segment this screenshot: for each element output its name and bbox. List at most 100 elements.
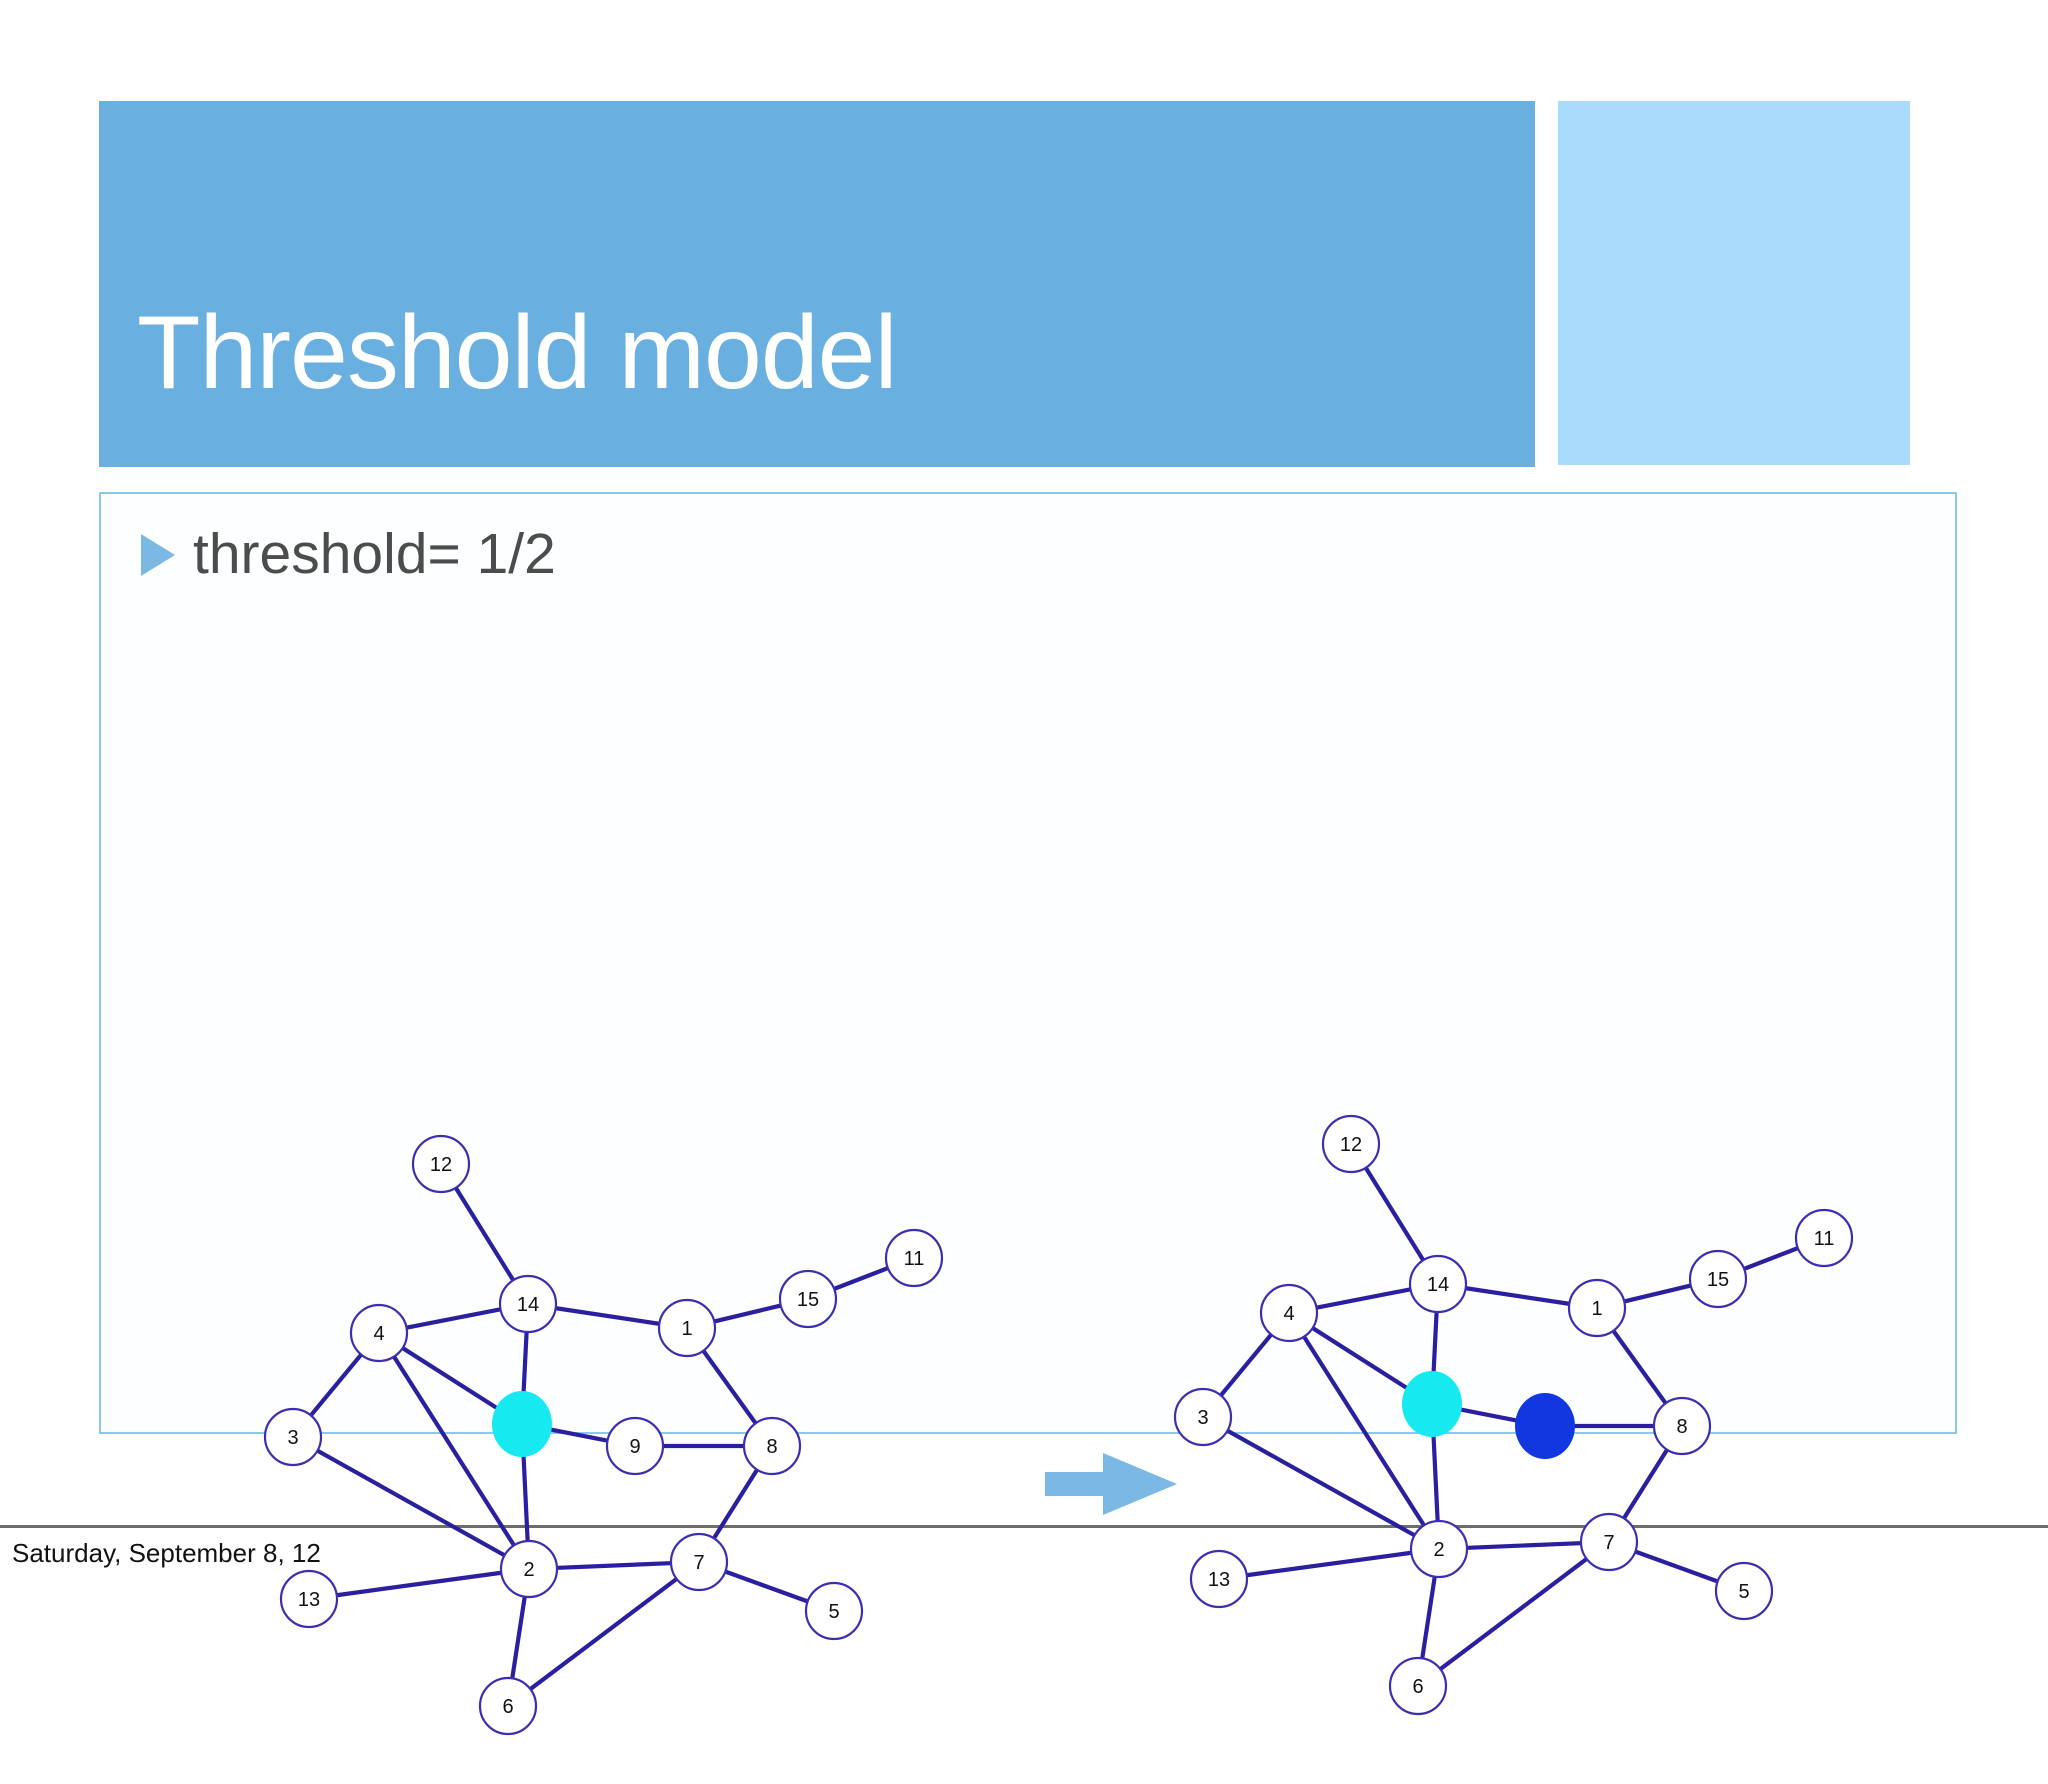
graph-node[interactable]: 5 xyxy=(1714,1561,1774,1621)
graph-node-label: 6 xyxy=(502,1696,513,1718)
graph-node[interactable] xyxy=(492,1391,552,1457)
graph-node-circle[interactable] xyxy=(1321,1114,1381,1174)
graph-node[interactable]: 6 xyxy=(1388,1656,1448,1716)
graph-node-circle[interactable] xyxy=(657,1298,717,1358)
graph-node-circle[interactable] xyxy=(742,1416,802,1476)
graph-edge xyxy=(391,1353,517,1549)
graph-node-label: 5 xyxy=(828,1601,839,1623)
graph-node-circle[interactable] xyxy=(498,1274,558,1334)
graph-node-circle[interactable] xyxy=(1173,1387,1233,1447)
graph-node-circle[interactable] xyxy=(1515,1393,1575,1459)
graph-node[interactable]: 4 xyxy=(349,1303,409,1363)
graph-node-label: 1 xyxy=(1591,1298,1602,1320)
graph-node[interactable]: 8 xyxy=(742,1416,802,1476)
graph-node[interactable]: 2 xyxy=(499,1539,559,1599)
graph-node[interactable]: 5 xyxy=(804,1581,864,1641)
transition-arrow-icon xyxy=(1041,1439,1181,1529)
graph-node[interactable]: 3 xyxy=(263,1407,323,1467)
graph-node[interactable]: 3 xyxy=(1173,1387,1233,1447)
graph-node[interactable] xyxy=(1402,1371,1462,1437)
graph-node[interactable]: 13 xyxy=(1189,1549,1249,1609)
graph-edge xyxy=(1437,1555,1590,1673)
graph-node[interactable]: 7 xyxy=(669,1532,729,1592)
page-title: Threshold model xyxy=(137,295,898,411)
graph-node-circle[interactable] xyxy=(263,1407,323,1467)
graph-node[interactable]: 15 xyxy=(778,1269,838,1329)
graph-after: 12 14 4 1 15 11 8 3 2 13 7 5 6 xyxy=(1173,1114,1854,1716)
graph-node[interactable]: 14 xyxy=(498,1274,558,1334)
graph-node[interactable]: 11 xyxy=(1794,1208,1854,1268)
graph-node[interactable]: 12 xyxy=(1321,1114,1381,1174)
graph-node-circle[interactable] xyxy=(884,1228,944,1288)
graph-node-circle[interactable] xyxy=(1408,1254,1468,1314)
graph-node-label: 2 xyxy=(523,1559,534,1581)
graph-edge xyxy=(1301,1333,1427,1529)
graph-edge xyxy=(1741,1245,1801,1272)
graph-node-circle[interactable] xyxy=(778,1269,838,1329)
graph-edge xyxy=(1610,1327,1669,1407)
graph-edge xyxy=(1464,1540,1584,1551)
graph-edge xyxy=(1309,1325,1410,1391)
graph-edge xyxy=(1632,1548,1721,1585)
graph-node[interactable]: 7 xyxy=(1579,1512,1639,1572)
graph-edge xyxy=(1431,1431,1440,1524)
graph-node-circle[interactable] xyxy=(1579,1512,1639,1572)
graph-before: 12 14 4 1 15 11 9 8 3 2 13 7 5 6 xyxy=(263,1134,944,1736)
graph-node[interactable]: 11 xyxy=(884,1228,944,1288)
graph-node[interactable]: 13 xyxy=(279,1569,339,1629)
graph-node-circle[interactable] xyxy=(605,1416,665,1476)
graph-node[interactable]: 4 xyxy=(1259,1283,1319,1343)
graph-node-circle[interactable] xyxy=(1259,1283,1319,1343)
graph-edge xyxy=(1431,1309,1439,1377)
graph-node[interactable]: 9 xyxy=(605,1416,665,1476)
graph-edge xyxy=(1621,1446,1670,1522)
graph-node[interactable]: 12 xyxy=(411,1134,471,1194)
graph-edge xyxy=(509,1594,528,1681)
graph-edges xyxy=(307,1184,891,1693)
graph-edge xyxy=(711,1303,784,1324)
graph-node[interactable]: 14 xyxy=(1408,1254,1468,1314)
graph-node[interactable] xyxy=(1515,1393,1575,1459)
graph-node-label: 9 xyxy=(629,1436,640,1458)
graph-node-label: 13 xyxy=(1208,1569,1230,1591)
graph-edge xyxy=(527,1575,680,1693)
graph-nodes: 12 14 4 1 15 11 8 3 2 13 7 5 6 xyxy=(1173,1114,1854,1716)
graph-node-circle[interactable] xyxy=(1402,1371,1462,1437)
graph-node-circle[interactable] xyxy=(1794,1208,1854,1268)
graph-edge xyxy=(1459,1407,1518,1423)
triangle-bullet-icon xyxy=(141,533,175,576)
graph-edge xyxy=(307,1351,365,1419)
title-banner: Threshold model xyxy=(99,101,1535,467)
graph-node-circle[interactable] xyxy=(349,1303,409,1363)
graph-edge xyxy=(554,1560,674,1571)
graph-edge xyxy=(711,1466,760,1542)
graph-edges xyxy=(1217,1164,1801,1673)
graph-node[interactable]: 1 xyxy=(657,1298,717,1358)
graph-edge xyxy=(1362,1164,1427,1264)
graph-node-label: 6 xyxy=(1412,1676,1423,1698)
graph-node-circle[interactable] xyxy=(492,1391,552,1457)
footer-date: Saturday, September 8, 12 xyxy=(12,1538,321,1568)
graph-node-label: 13 xyxy=(298,1589,320,1611)
graph-node[interactable]: 2 xyxy=(1409,1519,1469,1579)
graph-node-circle[interactable] xyxy=(1567,1278,1627,1338)
graph-node-circle[interactable] xyxy=(1688,1249,1748,1309)
graph-edge xyxy=(452,1184,517,1284)
graph-node-label: 15 xyxy=(1707,1269,1729,1291)
graph-node-circle[interactable] xyxy=(1652,1396,1712,1456)
graph-edge xyxy=(521,1451,530,1544)
bullet-label: threshold= 1/2 xyxy=(193,522,556,586)
graph-node[interactable]: 15 xyxy=(1688,1249,1748,1309)
graph-node[interactable]: 1 xyxy=(1567,1278,1627,1338)
graph-node-label: 7 xyxy=(1603,1532,1614,1554)
graph-nodes: 12 14 4 1 15 11 9 8 3 2 13 7 5 6 xyxy=(263,1134,944,1736)
graph-node-label: 11 xyxy=(904,1248,925,1270)
graph-node[interactable]: 8 xyxy=(1652,1396,1712,1456)
bullet-row: threshold= 1/2 xyxy=(141,526,556,583)
graph-node-circle[interactable] xyxy=(411,1134,471,1194)
graph-edge xyxy=(1224,1427,1418,1539)
graph-node[interactable]: 6 xyxy=(478,1676,538,1736)
accent-square xyxy=(1558,101,1910,465)
